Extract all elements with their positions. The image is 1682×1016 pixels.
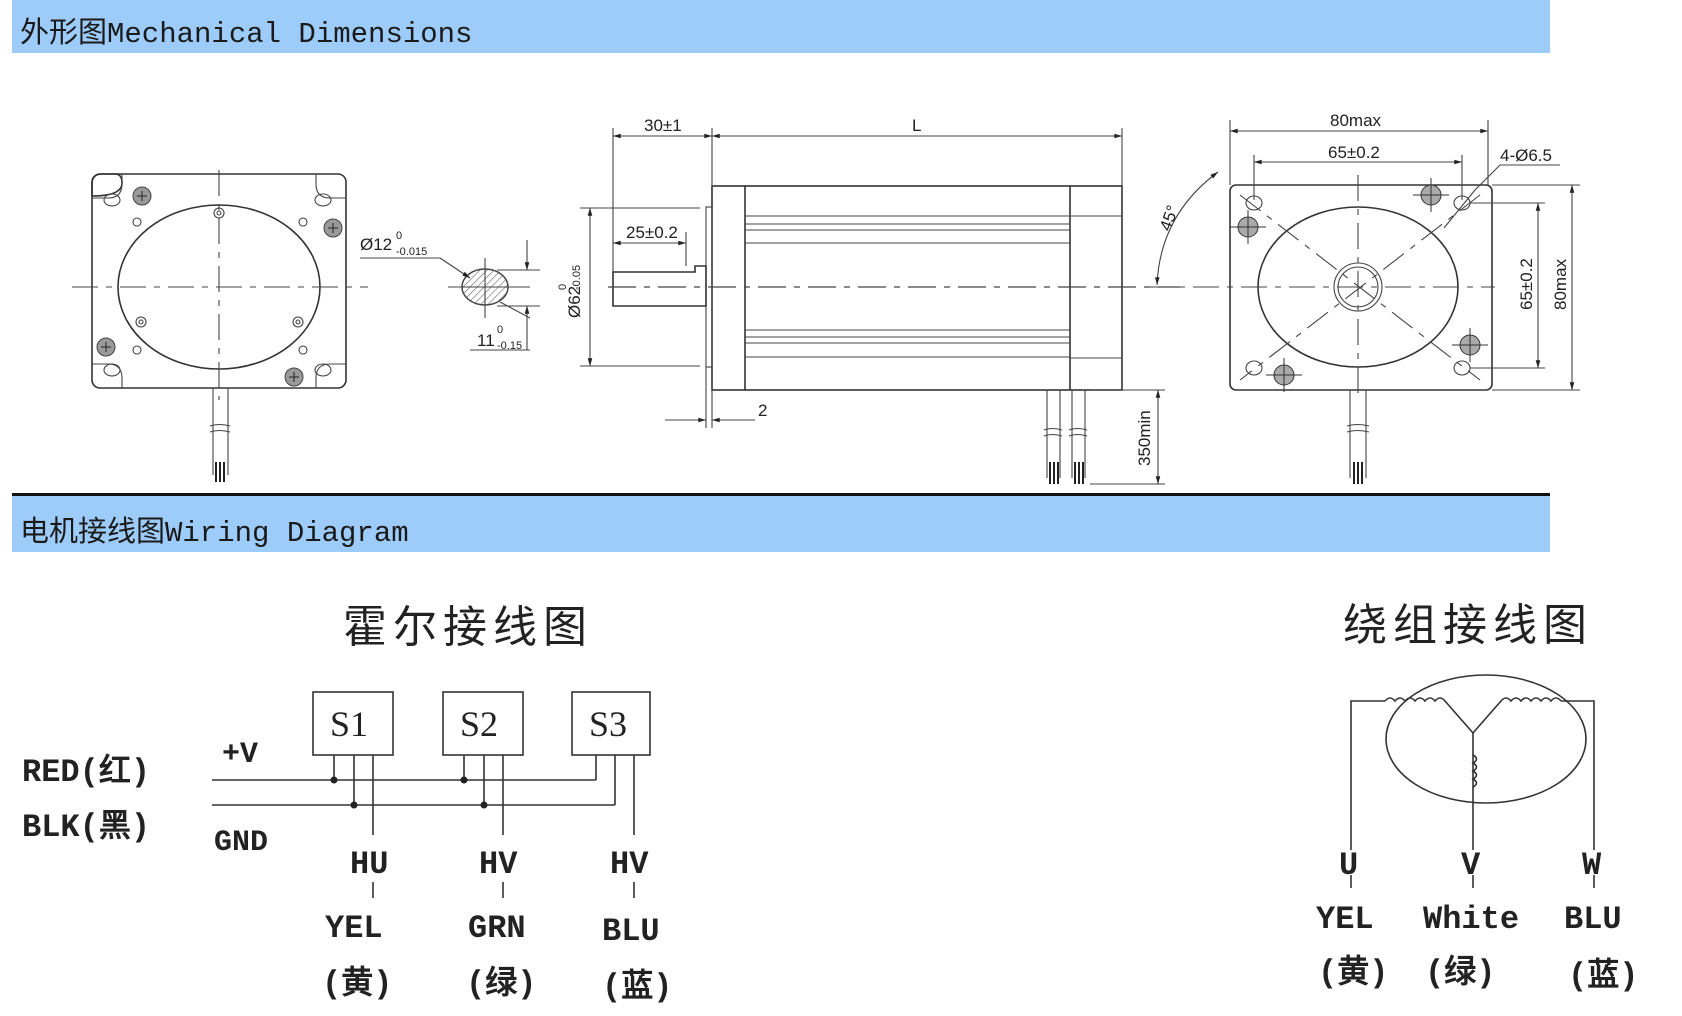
yel-cn-label: (黄) xyxy=(322,965,392,1003)
hall-wiring-diagram: 霍尔接线图 S1 S2 S3 RED(红) BLK(黑) +V GND HU H… xyxy=(22,603,672,1006)
hole-spacing-vertical-label: 65±0.2 xyxy=(1517,258,1536,310)
sensor-s3 xyxy=(571,691,651,756)
hu-output-label: HU xyxy=(350,846,388,883)
phase-w-label: W xyxy=(1582,847,1602,884)
cable-length-label: 350min xyxy=(1135,410,1154,466)
svg-text:-0.05: -0.05 xyxy=(571,265,583,290)
blk-wire-label: BLK(黑) xyxy=(22,809,150,846)
vplus-label: +V xyxy=(222,738,258,772)
key-length-label: 25±0.2 xyxy=(626,223,678,242)
hv-output-label: HV xyxy=(479,846,518,883)
svg-text:0: 0 xyxy=(557,284,569,290)
sensor-s3-label: S3 xyxy=(589,704,627,744)
hall-diagram-title: 霍尔接线图 xyxy=(343,603,593,652)
w-color-cn-label: (蓝) xyxy=(1568,957,1638,995)
shaft-flat-label: 11 xyxy=(477,331,495,350)
sensor-s2 xyxy=(442,691,524,756)
mount-holes-label: 4-Ø6.5 xyxy=(1500,146,1552,165)
v-coil xyxy=(1471,754,1478,788)
u-coil xyxy=(1384,697,1474,734)
flange-step-label: 2 xyxy=(758,401,767,420)
phase-u-label: U xyxy=(1339,847,1358,884)
hw-output-label: HV xyxy=(610,846,649,883)
w-color-label: BLU xyxy=(1564,901,1622,938)
shaft-section: Ø12 0 -0.015 11 0 -0.15 xyxy=(360,230,540,352)
flange-height-label: 80max xyxy=(1551,258,1570,310)
blu-cn-label: (蓝) xyxy=(602,968,672,1006)
body-length-label: L xyxy=(912,116,921,135)
wiring-diagram-title: 电机接线图Wiring Diagram xyxy=(20,517,409,550)
sensor-s1-label: S1 xyxy=(330,704,368,744)
sensor-s2-label: S2 xyxy=(460,704,498,744)
v-color-cn-label: (绿) xyxy=(1425,954,1495,992)
hole-icon xyxy=(103,193,332,377)
u-color-cn-label: (黄) xyxy=(1318,954,1388,992)
mechanical-dimensions-header: 外形图Mechanical Dimensions xyxy=(12,0,1550,53)
shaft-length-label: 30±1 xyxy=(644,116,682,135)
w-coil xyxy=(1472,697,1562,734)
v-color-label: White xyxy=(1423,901,1519,938)
section-divider xyxy=(12,493,1550,496)
sensor-s1 xyxy=(312,691,394,756)
winding-diagram-title: 绕组接线图 xyxy=(1343,601,1593,650)
motor-body-outline xyxy=(711,185,1123,391)
cable xyxy=(1043,390,1088,484)
wiring-diagram-header: 电机接线图Wiring Diagram xyxy=(12,496,1550,552)
shaft-flat-upper-tol: 0 xyxy=(497,324,503,336)
gnd-label: GND xyxy=(214,826,268,860)
u-color-label: YEL xyxy=(1316,901,1374,938)
screw-icon xyxy=(1230,178,1488,392)
red-wire-label: RED(红) xyxy=(22,753,150,791)
winding-diagram: 绕组接线图 U V W YEL White BLU (黄) (绿) (蓝) xyxy=(1316,601,1638,995)
shaft-diameter-lower-tol: -0.015 xyxy=(396,246,427,258)
grn-label: GRN xyxy=(468,910,526,947)
shaft-diameter-label: Ø12 xyxy=(360,235,392,254)
screw-icon xyxy=(96,186,343,387)
side-view: 30±1 L 25±0.2 Ø62 0 -0.05 2 xyxy=(557,116,1180,485)
stator-circle xyxy=(1385,674,1587,804)
cable xyxy=(1346,390,1370,484)
flange-width-label: 80max xyxy=(1330,111,1382,130)
rear-view xyxy=(72,170,368,482)
hole-spacing-label: 65±0.2 xyxy=(1328,143,1380,162)
cable xyxy=(209,388,231,482)
blu-label: BLU xyxy=(602,913,660,950)
shaft-flat-lower-tol: -0.15 xyxy=(497,340,522,352)
pilot-diameter-label: Ø62 0 -0.05 xyxy=(557,265,584,318)
svg-text:Ø62: Ø62 xyxy=(565,286,584,318)
shaft xyxy=(612,265,707,307)
shaft-diameter-upper-tol: 0 xyxy=(396,230,402,242)
front-view: 80max 65±0.2 4-Ø6.5 65±0.2 80max 45° xyxy=(1145,111,1580,484)
phase-v-label: V xyxy=(1461,847,1481,884)
angle-label: 45° xyxy=(1156,203,1183,234)
mechanical-dimensions-title: 外形图Mechanical Dimensions xyxy=(20,18,473,51)
grn-cn-label: (绿) xyxy=(466,965,536,1003)
yel-label: YEL xyxy=(325,910,383,947)
